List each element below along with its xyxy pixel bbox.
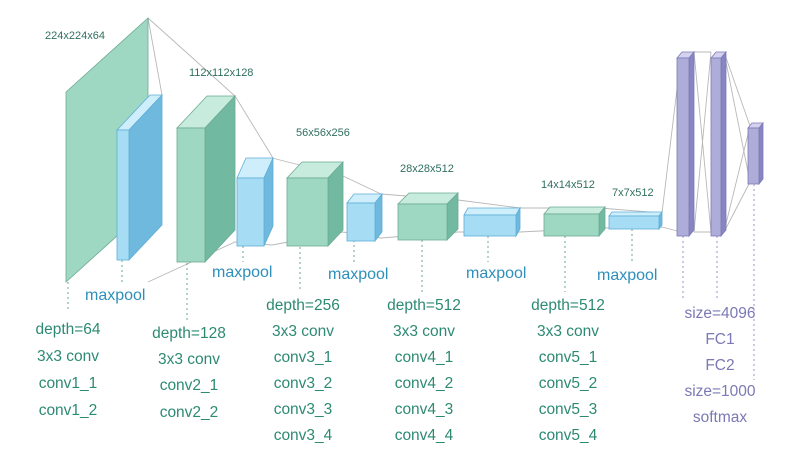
maxpool-label-1: maxpool: [85, 287, 145, 304]
block1-layer-2: conv1_2: [39, 402, 98, 419]
block1-kernel: 3x3 conv: [37, 348, 99, 365]
pool1-block: [116, 93, 163, 262]
fc1-block: [676, 50, 695, 238]
block2-layer-2: conv2_2: [160, 404, 219, 421]
block3-kernel: 3x3 conv: [272, 323, 334, 340]
block4-layer-3: conv4_3: [395, 401, 454, 418]
conv4-block: [397, 192, 459, 241]
block1-layer-1: conv1_1: [39, 375, 98, 392]
pool3-block: [346, 192, 383, 243]
softmax-label: softmax: [693, 409, 748, 426]
dim-conv1: 224x224x64: [45, 30, 105, 42]
block2-kernel: 3x3 conv: [158, 351, 220, 368]
layer-boxes: [65, 17, 764, 283]
fc-size-1000: size=1000: [684, 383, 755, 400]
block4-labels: depth=512 3x3 conv conv4_1 conv4_2 conv4…: [387, 297, 461, 444]
pool4-block: [463, 206, 521, 238]
dim-conv5: 14x14x512: [541, 179, 595, 191]
maxpool-label-5: maxpool: [597, 267, 657, 284]
block5-kernel: 3x3 conv: [537, 323, 599, 340]
block2-labels: depth=128 3x3 conv conv2_1 conv2_2: [152, 325, 226, 421]
dimension-labels: 224x224x64 112x112x128 56x56x256 28x28x5…: [45, 30, 654, 199]
conv5-block: [543, 205, 606, 238]
conv3-block: [286, 160, 344, 248]
block3-layer-4: conv3_4: [274, 427, 333, 444]
dim-conv2: 112x112x128: [189, 67, 253, 79]
dim-conv4: 28x28x512: [400, 163, 454, 175]
block4-layer-2: conv4_2: [395, 375, 454, 392]
dim-conv3: 56x56x256: [296, 127, 350, 139]
maxpool-labels: maxpool maxpool maxpool maxpool maxpool: [85, 264, 657, 304]
block3-labels: depth=256 3x3 conv conv3_1 conv3_2 conv3…: [266, 297, 340, 444]
block5-labels: depth=512 3x3 conv conv5_1 conv5_2 conv5…: [531, 297, 605, 444]
block1-labels: depth=64 3x3 conv conv1_1 conv1_2: [35, 321, 100, 419]
fc-size-4096: size=4096: [684, 305, 755, 322]
block4-layer-4: conv4_4: [395, 427, 454, 444]
maxpool-label-2: maxpool: [212, 264, 272, 281]
block3-layer-2: conv3_2: [274, 375, 333, 392]
block4-layer-1: conv4_1: [395, 349, 454, 366]
block5-layer-3: conv5_3: [539, 401, 598, 418]
pool5-block: [608, 210, 663, 231]
dim-pool5: 7x7x512: [612, 187, 654, 199]
block2-depth: depth=128: [152, 325, 226, 342]
fc-labels: size=4096 FC1 FC2 size=1000 softmax: [684, 305, 755, 426]
maxpool-label-3: maxpool: [328, 266, 388, 283]
block1-depth: depth=64: [35, 321, 100, 338]
maxpool-label-4: maxpool: [466, 265, 526, 282]
guide-lines: [67, 184, 755, 380]
block3-depth: depth=256: [266, 297, 340, 314]
conv2-block: [176, 94, 236, 264]
block3-layer-3: conv3_3: [274, 401, 333, 418]
fc2-label: FC2: [705, 357, 734, 374]
pool2-block: [236, 157, 274, 247]
softmax-block: [747, 121, 764, 186]
block5-layer-2: conv5_2: [539, 375, 598, 392]
block2-layer-1: conv2_1: [160, 377, 219, 394]
block3-layer-1: conv3_1: [274, 349, 333, 366]
fc2-block: [710, 50, 727, 238]
block5-layer-4: conv5_4: [539, 427, 598, 444]
block5-layer-1: conv5_1: [539, 349, 598, 366]
block5-depth: depth=512: [531, 297, 605, 314]
block4-kernel: 3x3 conv: [393, 323, 455, 340]
block4-depth: depth=512: [387, 297, 461, 314]
fc1-label: FC1: [705, 331, 734, 348]
